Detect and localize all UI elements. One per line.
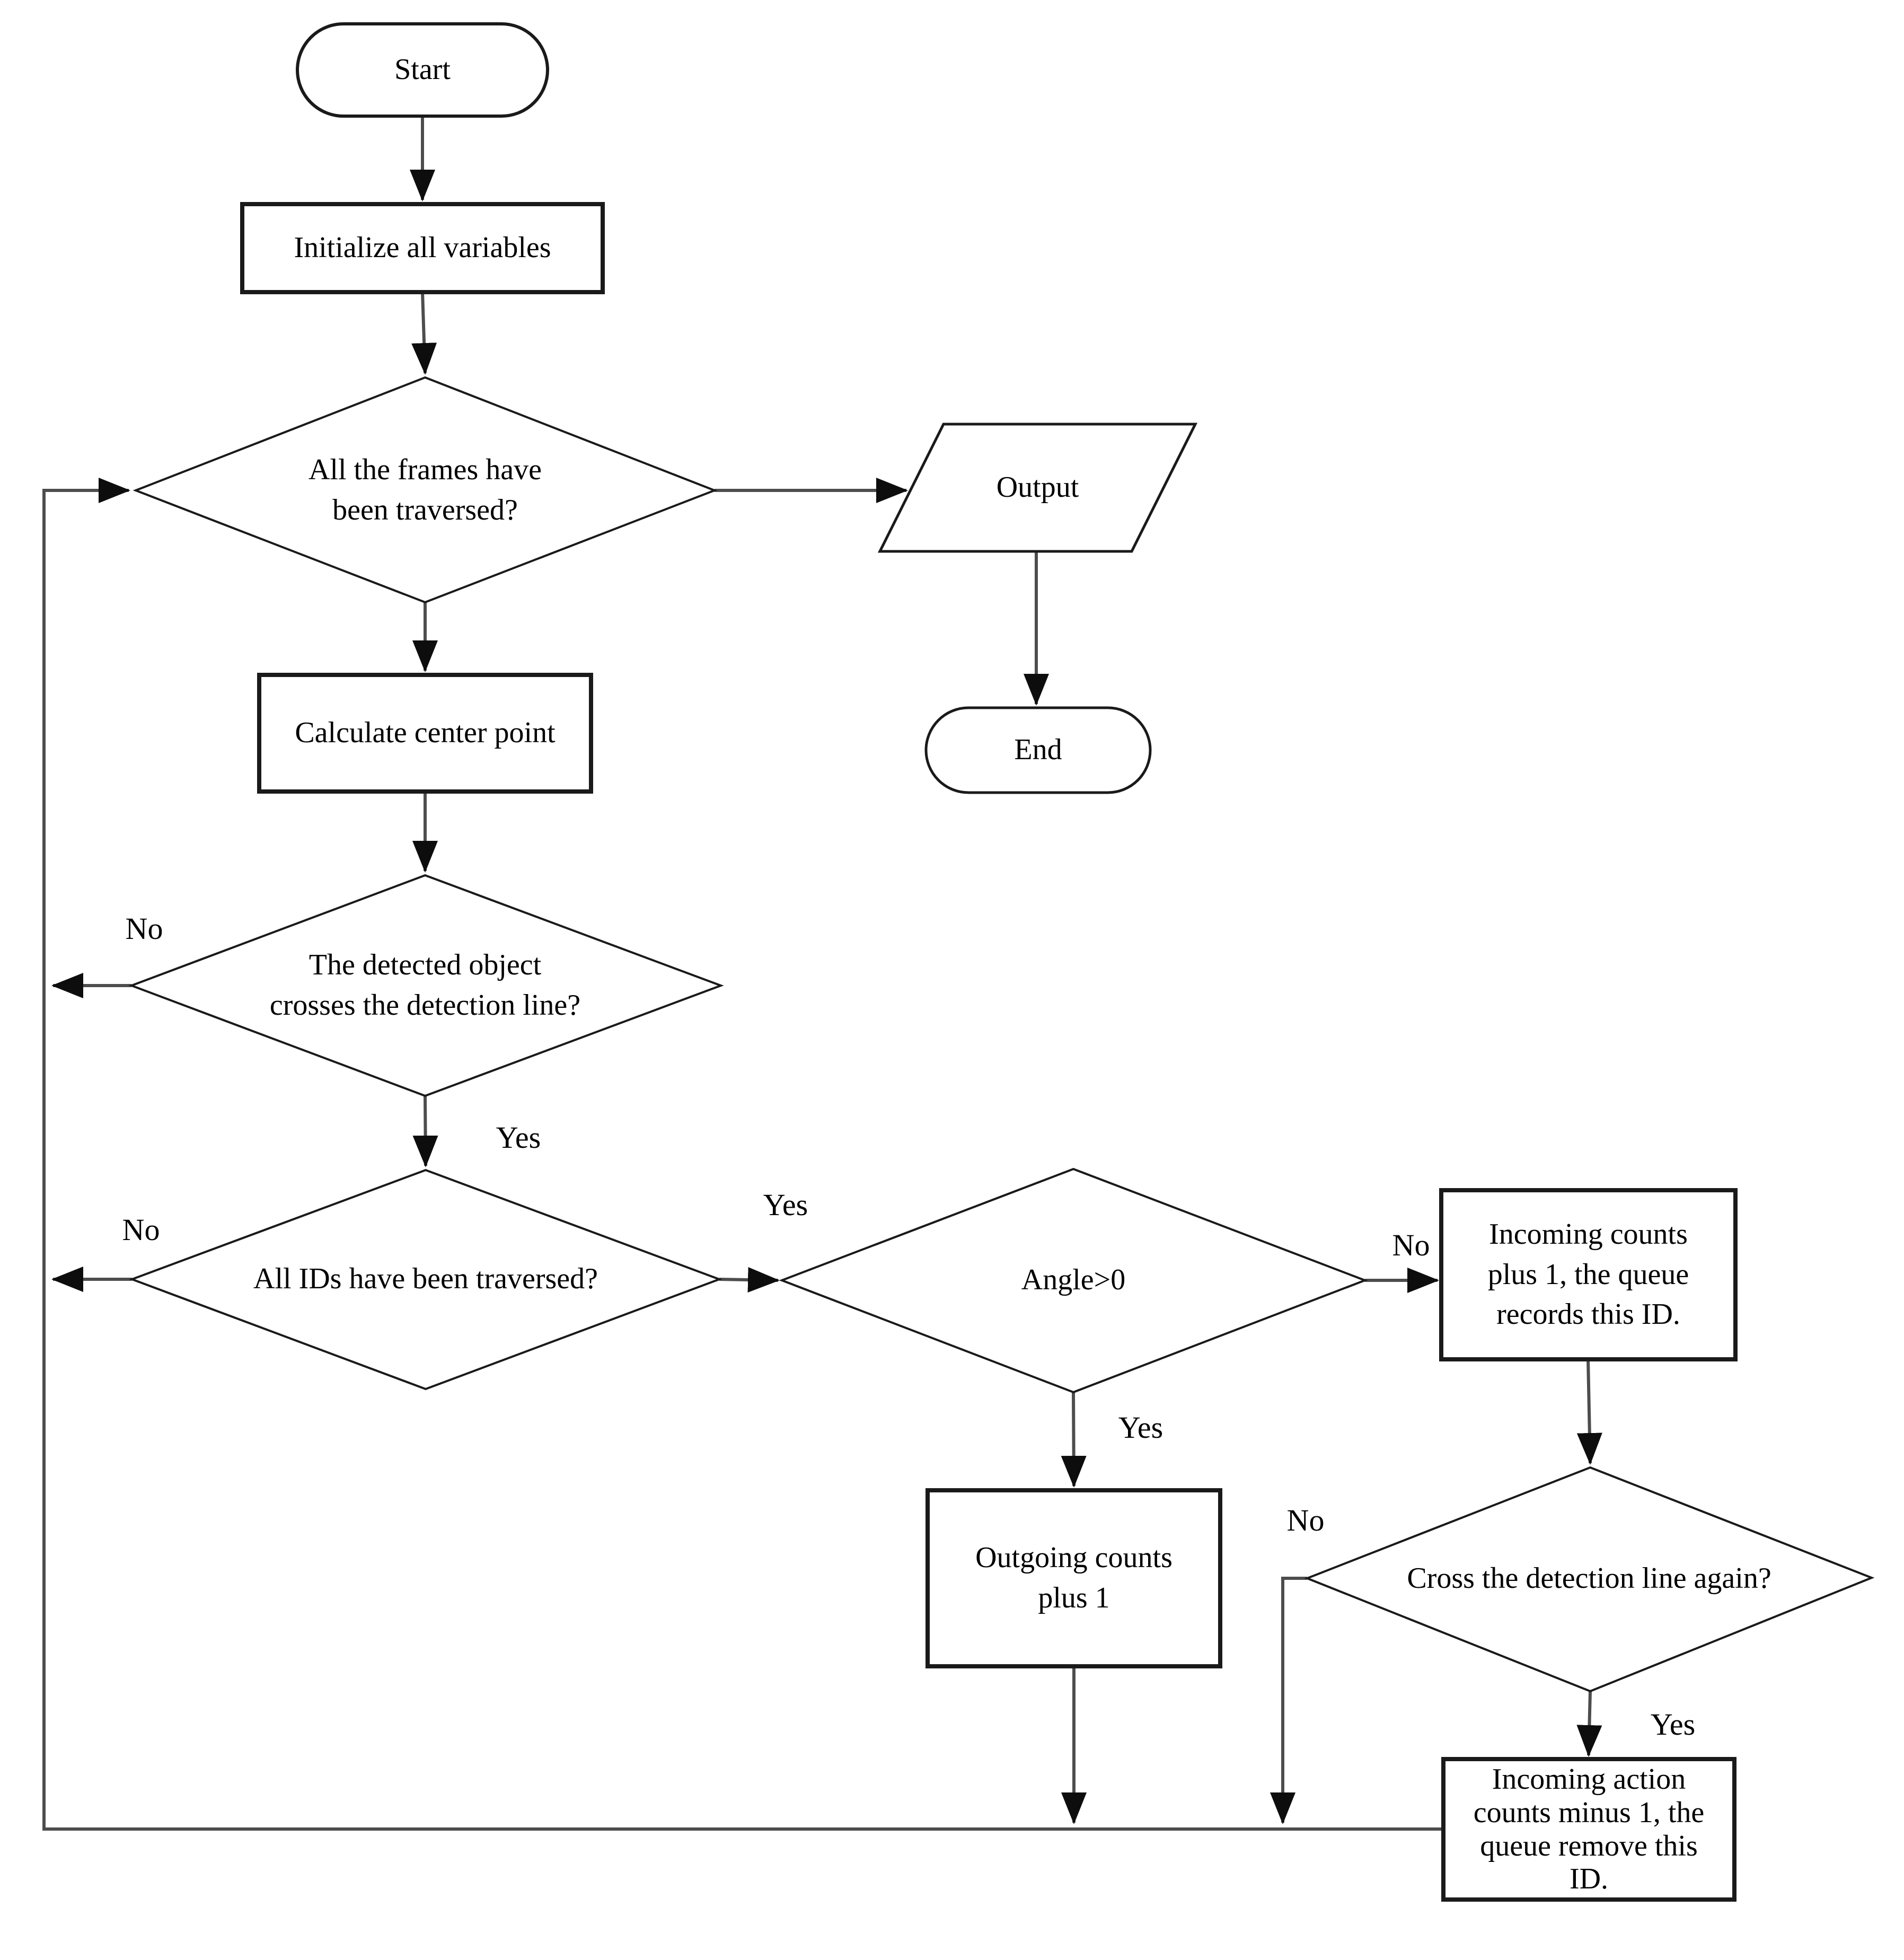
edge-crossagain-no-feedback bbox=[1270, 1577, 1307, 1824]
angle-decision: Angle>0 bbox=[1021, 1263, 1126, 1297]
end-node-shape bbox=[924, 706, 1152, 794]
cross-again-decision-shape bbox=[1304, 1466, 1875, 1693]
edge-crosses-yes-ids bbox=[412, 1095, 438, 1167]
edge-crossagain-yes-action bbox=[1576, 1691, 1602, 1757]
edge-incoming-crossagain bbox=[1576, 1359, 1602, 1465]
edge-label-ids-no: No bbox=[122, 1212, 160, 1247]
cross-again-decision: Cross the detection line again? bbox=[1407, 1562, 1771, 1595]
initialize-node-shape bbox=[240, 202, 605, 294]
incoming-action-node: Incoming action counts minus 1, the queu… bbox=[1473, 1763, 1705, 1896]
initialize-node: Initialize all variables bbox=[294, 231, 551, 265]
output-node: Output bbox=[996, 471, 1079, 504]
edge-label-cross-again-no: No bbox=[1286, 1503, 1325, 1537]
outgoing-counts-node-shape bbox=[925, 1488, 1222, 1668]
angle-decision-shape bbox=[779, 1167, 1368, 1394]
ids-decision-shape bbox=[129, 1168, 722, 1391]
calculate-node-shape bbox=[257, 673, 593, 794]
edge-ids-yes-angle bbox=[719, 1267, 780, 1293]
edge-feedback-loop bbox=[42, 478, 1443, 1831]
edge-angle-yes-outgoing bbox=[1061, 1392, 1087, 1488]
incoming-counts-node: Incoming counts plus 1, the queue record… bbox=[1487, 1218, 1689, 1331]
frames-decision: All the frames have been traversed? bbox=[308, 453, 542, 526]
start-node: Start bbox=[394, 53, 451, 86]
calculate-node: Calculate center point bbox=[295, 716, 556, 750]
output-node-shape bbox=[877, 423, 1198, 553]
edge-label-cross-again-yes: Yes bbox=[1650, 1707, 1696, 1742]
incoming-counts-node-shape bbox=[1439, 1188, 1738, 1361]
frames-decision-shape bbox=[133, 376, 718, 604]
edge-label-crosses-no: No bbox=[125, 911, 163, 946]
outgoing-counts-node: Outgoing counts plus 1 bbox=[975, 1541, 1173, 1614]
edge-label-ids-yes: Yes bbox=[763, 1188, 808, 1222]
edge-initialize-frames bbox=[411, 292, 437, 375]
edge-label-crosses-yes: Yes bbox=[496, 1120, 541, 1155]
start-node-shape bbox=[296, 22, 549, 118]
crosses-decision: The detected object crosses the detectio… bbox=[269, 948, 581, 1022]
end-node: End bbox=[1014, 733, 1062, 767]
ids-decision: All IDs have been traversed? bbox=[253, 1262, 598, 1296]
edge-label-angle-yes: Yes bbox=[1118, 1410, 1163, 1445]
incoming-action-node-shape bbox=[1441, 1757, 1736, 1902]
edge-label-angle-no: No bbox=[1392, 1228, 1430, 1262]
crosses-decision-shape bbox=[128, 874, 724, 1097]
